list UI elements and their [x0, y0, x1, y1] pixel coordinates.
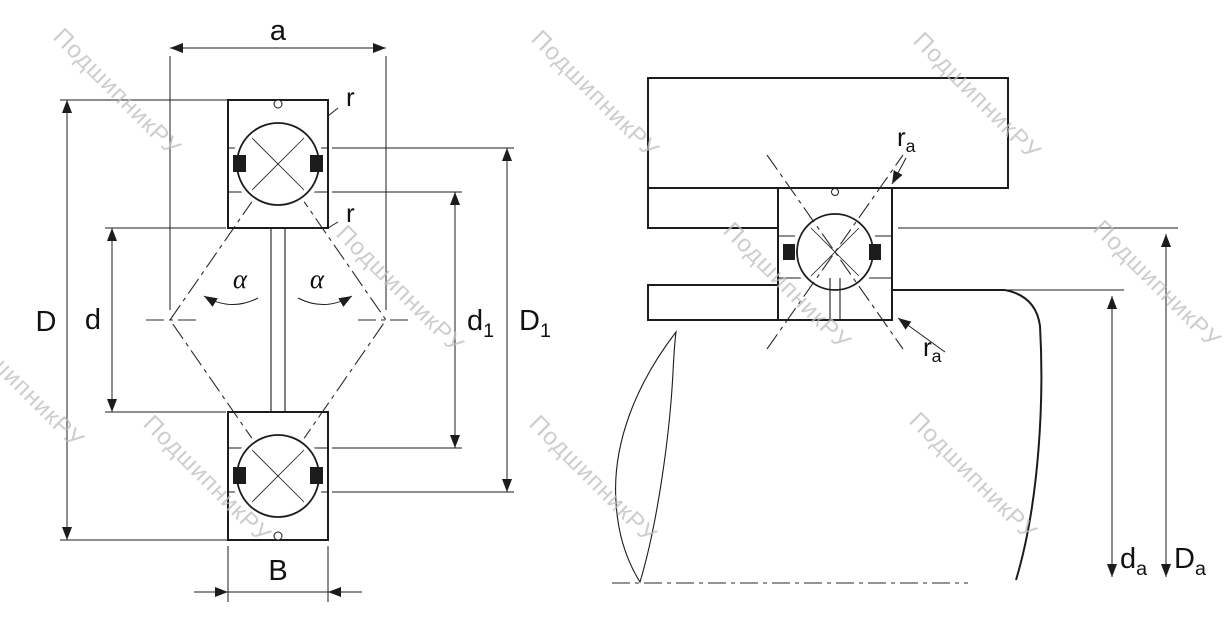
dim-label-D1: D1	[519, 305, 551, 342]
dimension-r-inner: r	[327, 198, 355, 229]
dim-label-r-inner: r	[346, 198, 355, 228]
mounted-bearing-section	[766, 154, 904, 350]
dim-label-ra-bottom: ra	[923, 332, 942, 366]
dim-label-Da: Da	[1174, 543, 1206, 580]
dim-label-da: da	[1120, 543, 1147, 580]
dimension-r-outer: r	[327, 82, 355, 117]
housing-shoulder	[647, 187, 779, 229]
dimension-D: D	[36, 99, 228, 541]
contact-angle-alpha-right: α	[297, 264, 353, 307]
watermark-text: ПодшипникРУ	[526, 25, 664, 163]
dim-label-a: a	[270, 15, 287, 47]
dimension-a: a	[169, 15, 387, 310]
bearing-lower-section	[227, 411, 329, 541]
dimension-da: da	[892, 289, 1147, 580]
dim-label-B: B	[268, 555, 287, 587]
lower-slot-right	[310, 467, 323, 484]
dimension-Da: Da	[898, 227, 1206, 580]
watermark-text: ПодшипникРУ	[904, 407, 1042, 545]
shaft-right-contour	[1004, 289, 1043, 581]
watermarks: ПодшипникРУ ПодшипникРУ ПодшипникРУ Подш…	[0, 23, 1226, 548]
bearing-upper-section	[227, 99, 329, 229]
angle-label-alpha-left: α	[233, 264, 248, 294]
lubrication-notch-top	[273, 99, 283, 109]
upper-slot-right	[310, 155, 323, 172]
left-view-bearing-section: a r r α α D	[36, 15, 551, 602]
contact-angle-alpha-left: α	[203, 264, 259, 307]
contact-lines	[146, 163, 410, 477]
inner-ring-split-lines	[270, 228, 286, 412]
dim-label-D: D	[36, 306, 57, 338]
dim-label-d: d	[85, 304, 101, 336]
lower-slot-left	[233, 467, 246, 484]
upper-slot-left	[233, 155, 246, 172]
mounted-slot-right	[869, 244, 881, 260]
mounted-slot-left	[783, 244, 795, 260]
dimension-d: d	[85, 227, 226, 413]
watermark-text: ПодшипникРУ	[1088, 215, 1226, 353]
mounted-notch	[831, 188, 839, 196]
dimension-ra-bottom: ra	[897, 317, 946, 366]
dimension-ra-top: ra	[891, 122, 916, 185]
housing-section	[647, 77, 1009, 189]
shaft-shoulder-left	[647, 284, 779, 321]
shaft-end-contour	[615, 330, 677, 584]
watermark-text: ПодшипникРУ	[331, 220, 469, 358]
angle-label-alpha-right: α	[310, 264, 325, 294]
dimension-B: B	[194, 546, 362, 602]
dimension-D1: D1	[332, 147, 551, 493]
watermark-text: ПодшипникРУ	[524, 410, 662, 548]
watermark-text: ПодшипникРУ	[908, 27, 1046, 165]
watermark-text: ПодшипникРУ	[48, 23, 186, 161]
lubrication-notch-bottom	[273, 531, 283, 541]
dim-label-d1: d1	[467, 305, 494, 342]
dimension-d1: d1	[332, 191, 494, 449]
dim-label-ra-top: ra	[897, 122, 916, 156]
dim-label-r-outer: r	[346, 82, 355, 112]
right-view-mounting: ra ra da Da	[612, 77, 1206, 584]
